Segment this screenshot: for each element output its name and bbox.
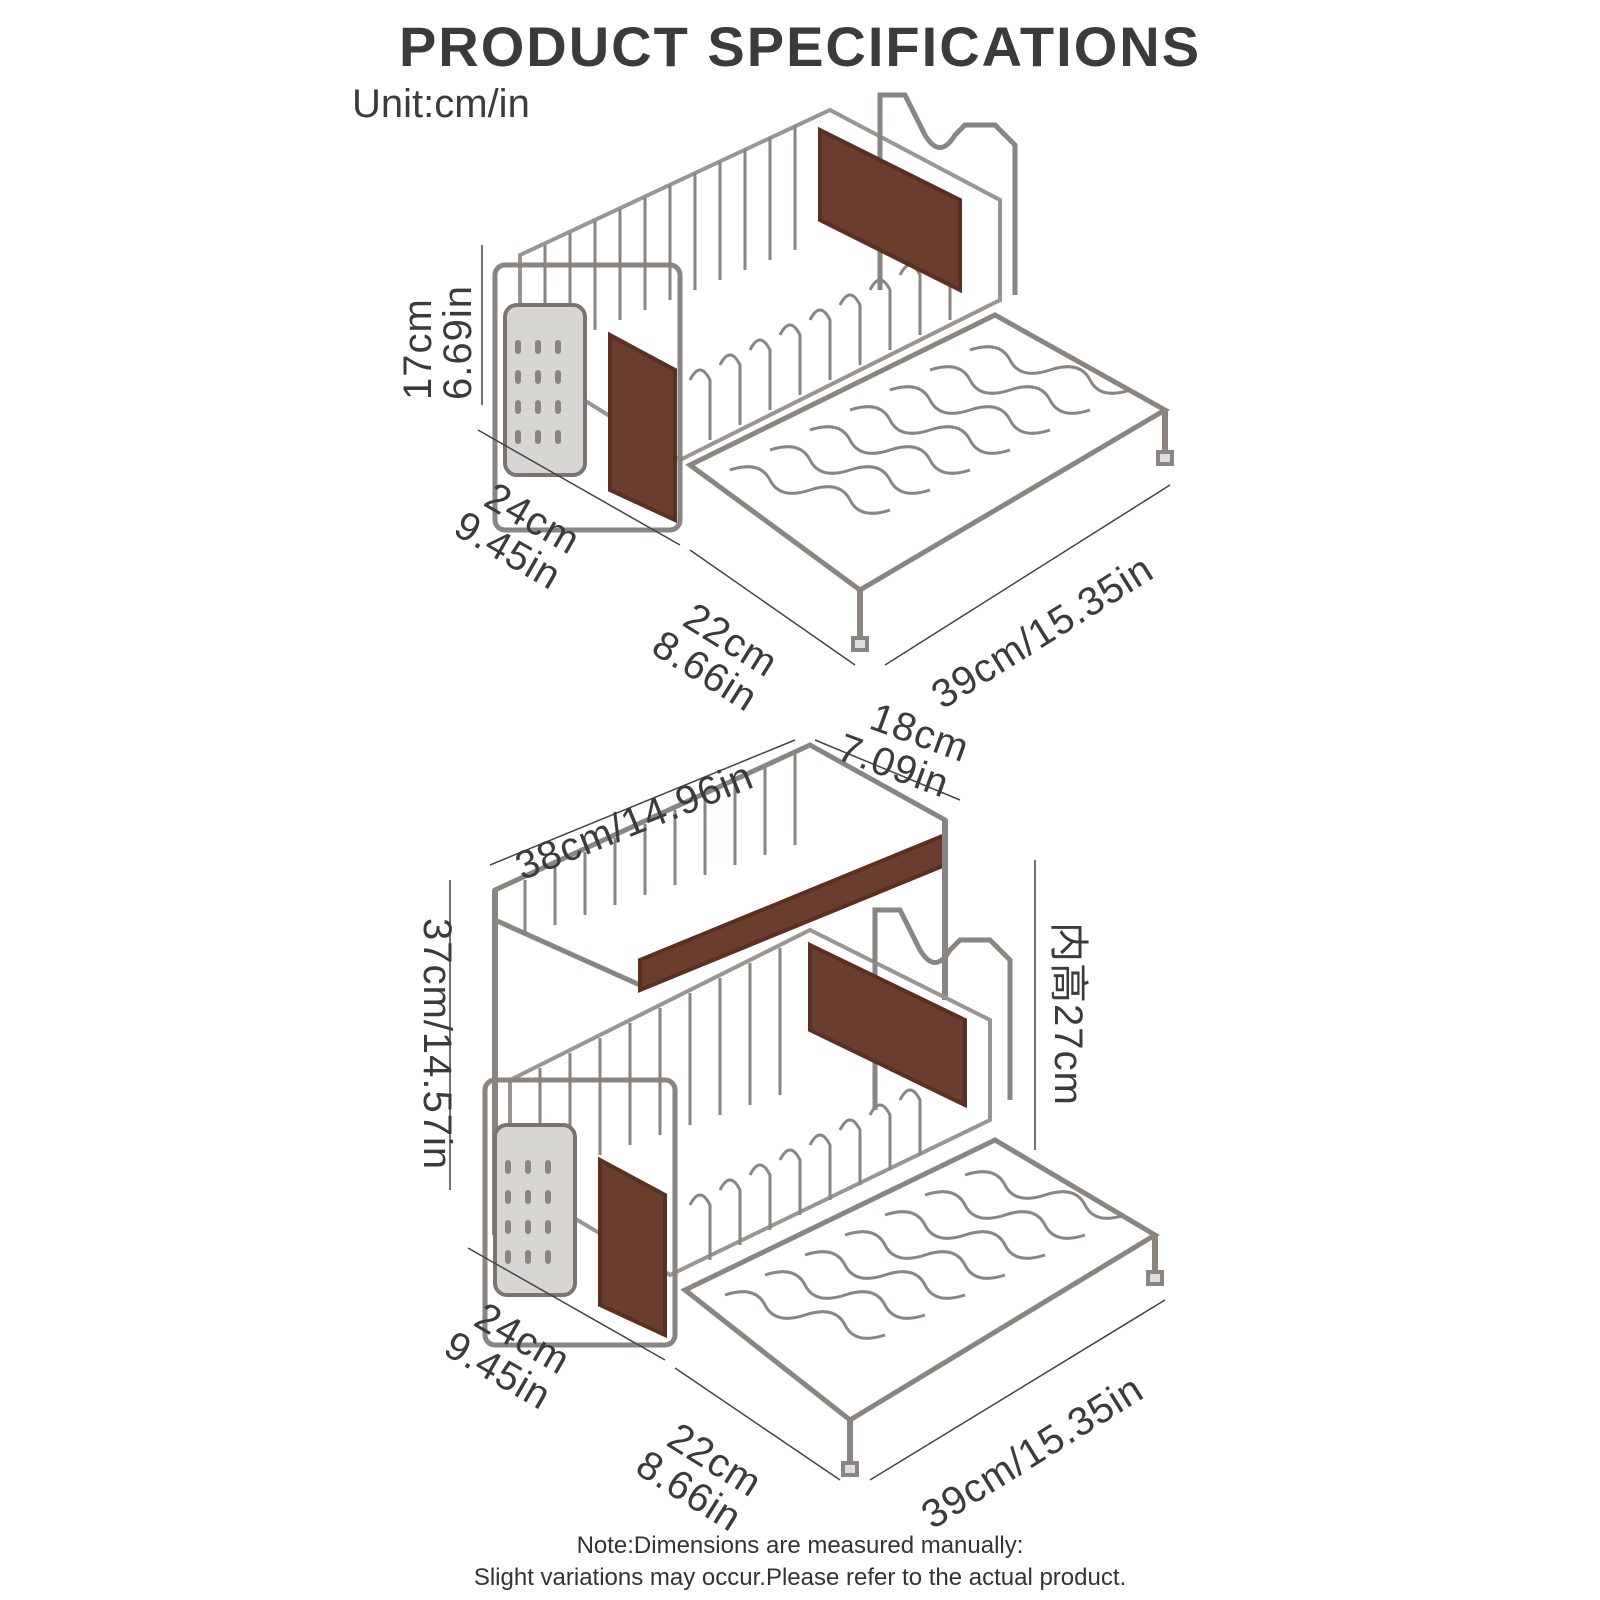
- note-line-2: Slight variations may occur.Please refer…: [473, 1564, 1127, 1591]
- single-tier-rack-image: [492, 92, 1174, 652]
- single-tier-dimension-lines: [477, 245, 1171, 666]
- double-inner-height-value: 内高27cm: [1046, 922, 1090, 1106]
- page-title: PRODUCT SPECIFICATIONS: [398, 15, 1202, 78]
- note-line-1: Note:Dimensions are measured manually:: [576, 1532, 1024, 1559]
- measurement-note: Note:Dimensions are measured manually: S…: [0, 1530, 1600, 1594]
- single-height-in: 6.69in: [436, 285, 480, 400]
- double-inner-height-label: 内高27cm: [1046, 922, 1090, 1106]
- single-height-label: 17cm 6.69in: [396, 285, 480, 400]
- double-tier-dimension-lines: [449, 739, 1166, 1481]
- double-height-label: 37cm/14.57in: [415, 918, 459, 1171]
- double-tier-rack-image: [482, 742, 1164, 1477]
- double-height-value: 37cm/14.57in: [415, 918, 459, 1171]
- single-height-cm: 17cm: [396, 298, 440, 400]
- unit-label: Unit:cm/in: [352, 82, 530, 126]
